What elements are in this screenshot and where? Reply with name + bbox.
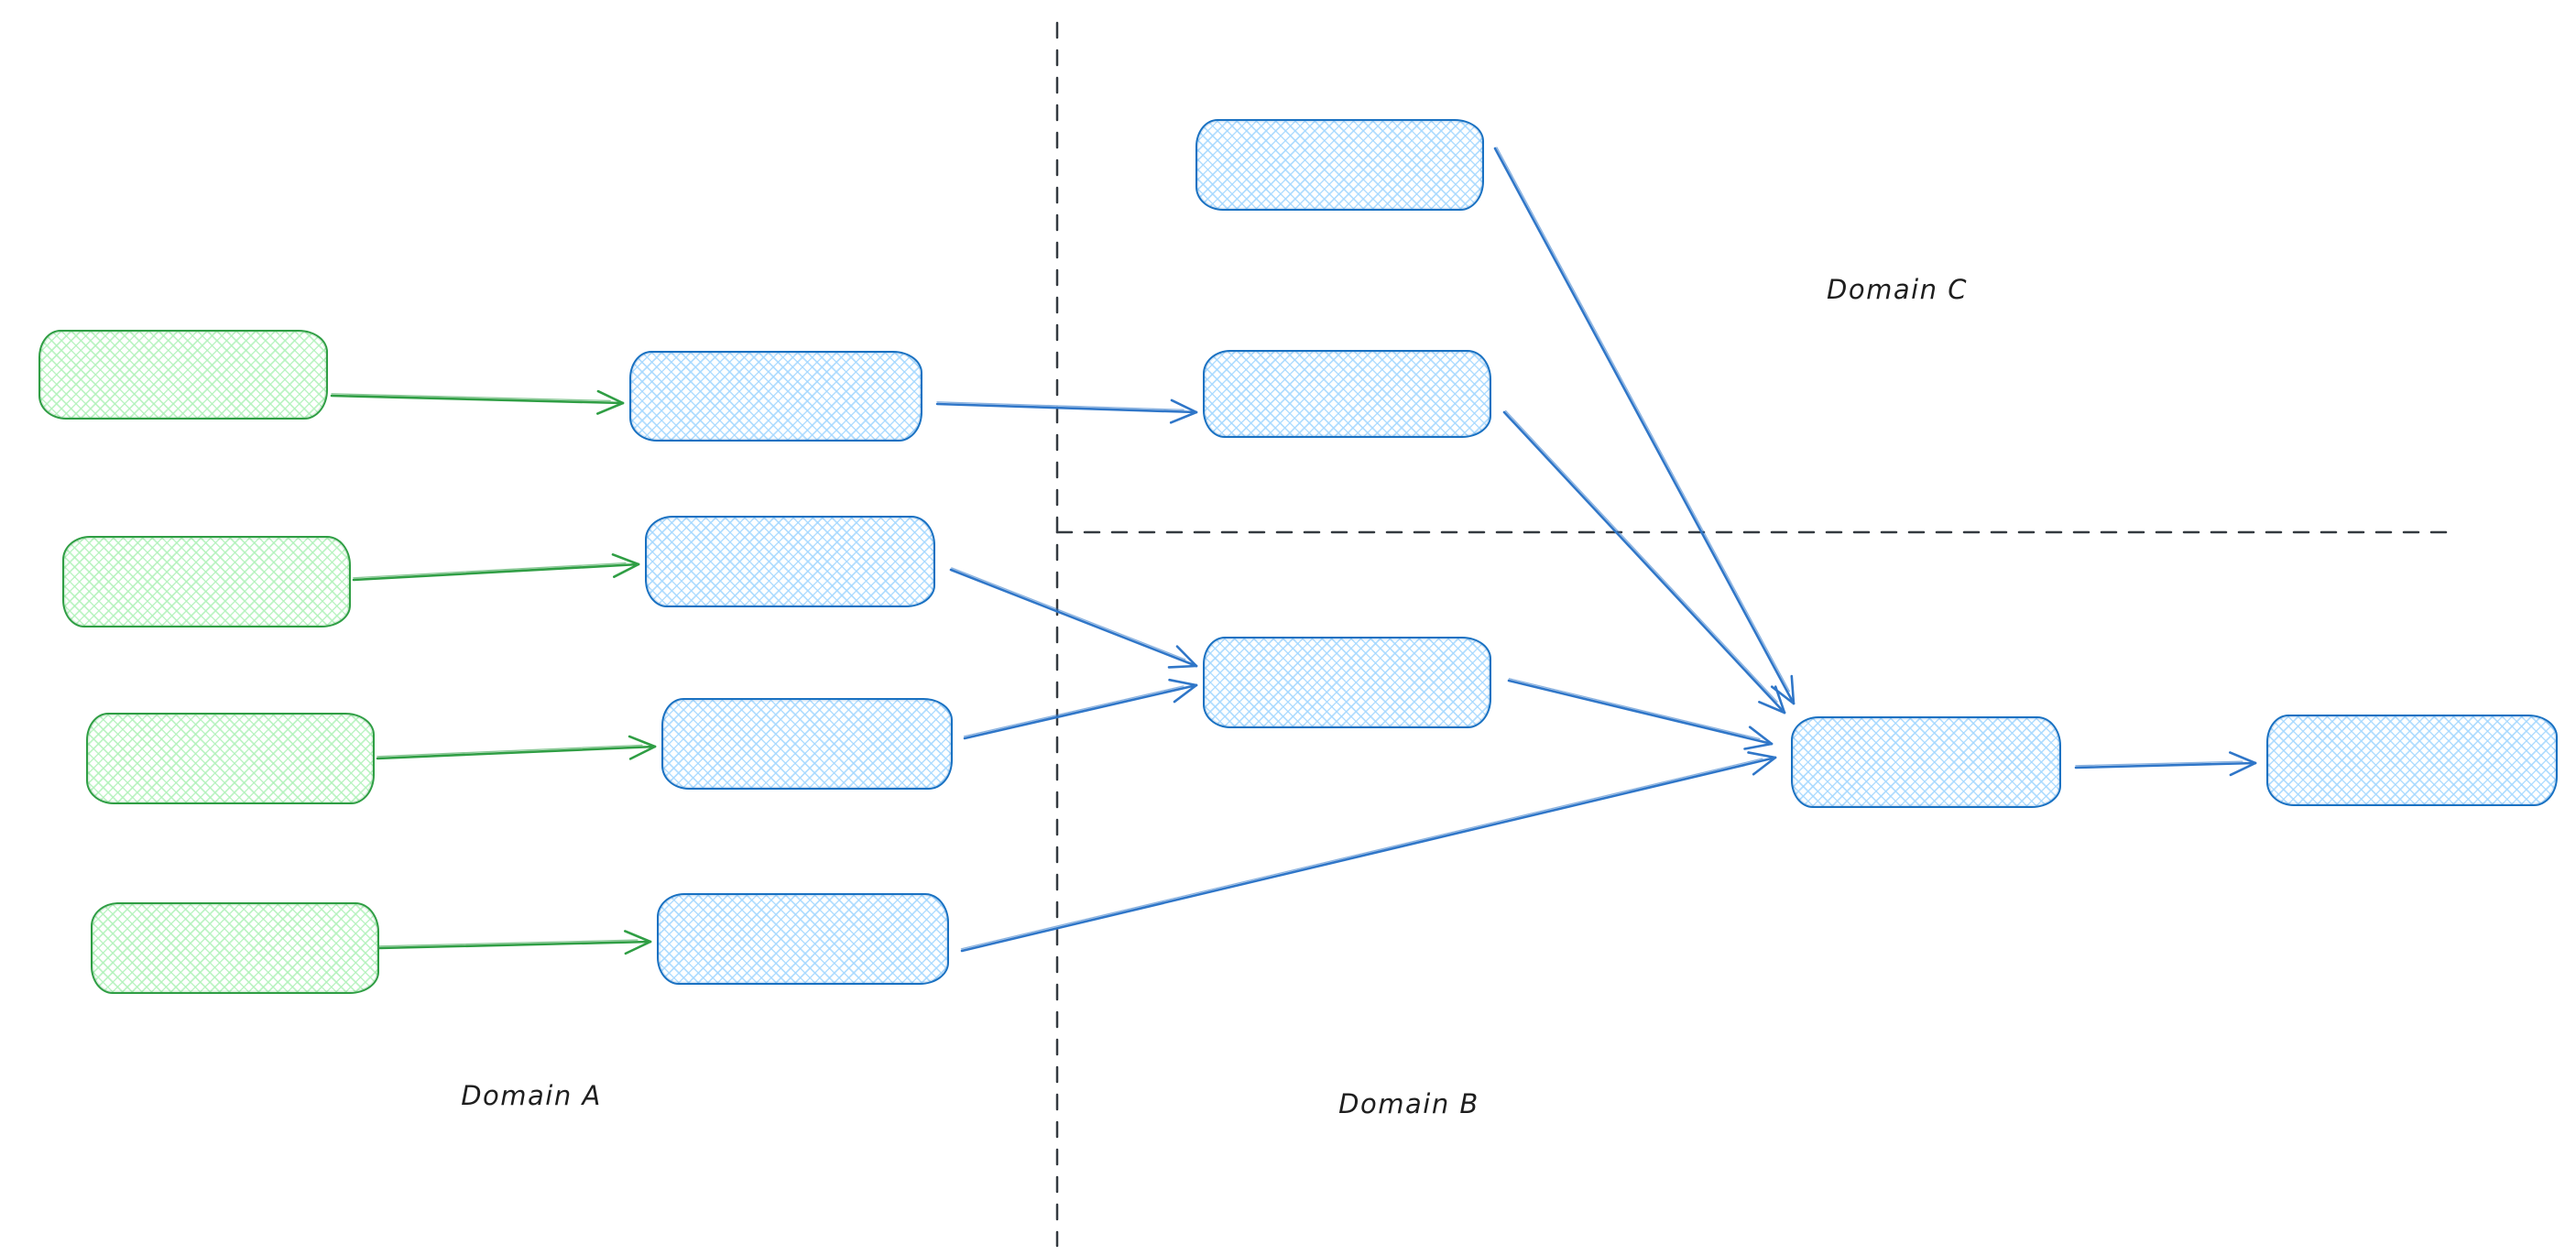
- connector-proc-a1-to-service-c2-head-1[interactable]: [1169, 410, 1198, 424]
- connector-proc-a4-to-aggregator-head-1[interactable]: [1752, 756, 1777, 776]
- connector-proc-a2-to-service-b1-head-1[interactable]: [1167, 664, 1198, 669]
- connector-service-b1-to-aggregator-head-1[interactable]: [1743, 742, 1774, 750]
- node-service-b1[interactable]: [1203, 637, 1491, 728]
- connector-source-a1-to-proc-a1-head-1[interactable]: [596, 401, 625, 415]
- label-domain-b[interactable]: Domain B: [1338, 1088, 1479, 1119]
- node-source-a1[interactable]: [38, 330, 328, 420]
- node-proc-a2[interactable]: [645, 516, 935, 607]
- connector-proc-a3-to-service-b1-head-0[interactable]: [1168, 678, 1198, 687]
- connector-source-a1-to-proc-a1-head-0[interactable]: [596, 389, 625, 405]
- connector-source-a4-to-proc-a4[interactable]: [377, 940, 652, 950]
- connector-proc-a4-to-aggregator[interactable]: [960, 756, 1777, 953]
- connector-service-c1-to-aggregator[interactable]: [1493, 147, 1796, 705]
- node-source-a3[interactable]: [86, 713, 375, 804]
- node-proc-a3[interactable]: [661, 698, 953, 790]
- connector-proc-a3-to-service-b1[interactable]: [963, 683, 1198, 740]
- connector-proc-a2-to-service-b1-head-0[interactable]: [1175, 645, 1198, 668]
- node-sink[interactable]: [2266, 715, 2558, 806]
- connector-aggregator-to-sink-head-1[interactable]: [2229, 761, 2257, 777]
- node-aggregator[interactable]: [1791, 716, 2061, 808]
- connector-service-c2-to-aggregator[interactable]: [1502, 410, 1786, 715]
- connector-source-a1-to-proc-a1[interactable]: [330, 394, 625, 405]
- connector-source-a3-to-proc-a3[interactable]: [376, 745, 657, 760]
- label-domain-c[interactable]: Domain C: [1827, 274, 1968, 305]
- connector-aggregator-to-sink[interactable]: [2074, 761, 2257, 769]
- connector-proc-a2-to-service-b1[interactable]: [949, 568, 1198, 668]
- connector-service-c1-to-aggregator-head-0[interactable]: [1790, 674, 1796, 705]
- node-proc-a1[interactable]: [629, 351, 922, 442]
- node-source-a4[interactable]: [91, 902, 379, 994]
- connector-source-a2-to-proc-a2[interactable]: [352, 562, 640, 582]
- node-source-a2[interactable]: [62, 536, 351, 628]
- connector-proc-a1-to-service-c2-head-0[interactable]: [1170, 398, 1198, 414]
- node-service-c2[interactable]: [1203, 350, 1491, 438]
- connector-proc-a1-to-service-c2[interactable]: [935, 402, 1198, 414]
- connector-source-a3-to-proc-a3-head-1[interactable]: [628, 745, 657, 760]
- label-domain-a[interactable]: Domain A: [461, 1080, 602, 1111]
- connector-source-a4-to-proc-a4-head-0[interactable]: [624, 930, 652, 944]
- connector-aggregator-to-sink-head-0[interactable]: [2229, 751, 2257, 765]
- connector-source-a4-to-proc-a4-head-1[interactable]: [624, 940, 652, 955]
- connector-proc-a3-to-service-b1-head-1[interactable]: [1173, 683, 1198, 704]
- connector-source-a2-to-proc-a2-head-1[interactable]: [613, 562, 640, 579]
- connector-service-b1-to-aggregator[interactable]: [1507, 679, 1774, 746]
- connector-service-b1-to-aggregator-head-0[interactable]: [1748, 726, 1774, 746]
- connector-source-a2-to-proc-a2-head-0[interactable]: [611, 552, 640, 566]
- connector-service-c2-to-aggregator-head-0[interactable]: [1774, 685, 1786, 715]
- connector-service-c2-to-aggregator-head-1[interactable]: [1758, 701, 1786, 715]
- node-service-c1[interactable]: [1195, 119, 1484, 211]
- connector-source-a3-to-proc-a3-head-0[interactable]: [628, 735, 657, 748]
- node-proc-a4[interactable]: [657, 893, 949, 985]
- connector-proc-a4-to-aggregator-head-0[interactable]: [1747, 751, 1777, 759]
